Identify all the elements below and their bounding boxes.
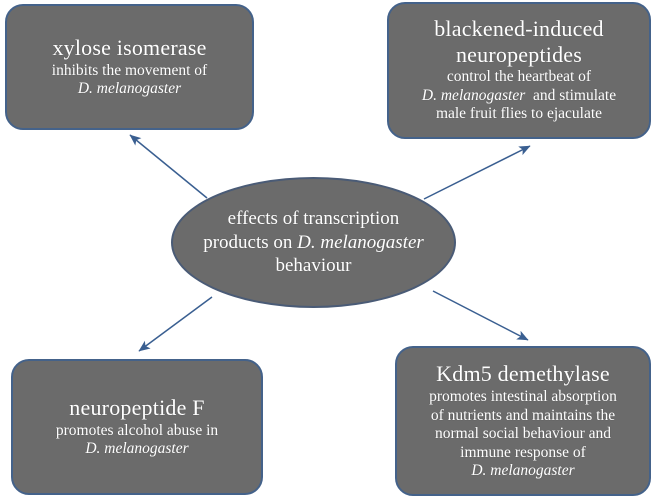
node-blackened-species: D. melanogaster <box>421 86 526 104</box>
node-xylose-isomerase[interactable]: xylose isomerase inhibits the movement o… <box>5 4 254 130</box>
node-neuropeptide-f-species: D. melanogaster <box>85 440 189 458</box>
center-line-2: products on D. melanogaster <box>203 231 424 255</box>
node-blackened-induced-neuropeptides[interactable]: blackened-induced neuropeptides control … <box>387 2 651 139</box>
node-kdm5-species: D. melanogaster <box>471 462 575 480</box>
arrow-center-to-kdm5 <box>432 290 529 341</box>
node-blackened-detail-line3: male fruit flies to ejaculate <box>435 105 603 123</box>
arrow-center-to-neuropeptide-f <box>138 296 213 352</box>
node-kdm5-demethylase[interactable]: Kdm5 demethylase promotes intestinal abs… <box>395 346 651 496</box>
node-kdm5-detail-line4: immune response of <box>460 443 586 461</box>
node-xylose-isomerase-headline: xylose isomerase <box>52 34 207 60</box>
arrow-center-to-xylose <box>129 134 208 199</box>
center-species: D. melanogaster <box>297 231 424 253</box>
center-line-3: behaviour <box>275 255 352 277</box>
node-kdm5-detail-line1: promotes intestinal absorption <box>429 387 617 405</box>
node-neuropeptide-f-detail-line1: promotes alcohol abuse in <box>55 421 219 439</box>
node-center-effects-of-transcription-products[interactable]: effects of transcription products on D. … <box>171 177 456 308</box>
node-xylose-isomerase-detail-line1: inhibits the movement of <box>51 61 208 79</box>
node-kdm5-demethylase-headline: Kdm5 demethylase <box>436 361 610 387</box>
node-blackened-headline-line2: neuropeptides <box>455 41 582 67</box>
node-blackened-headline-line1: blackened-induced <box>434 15 604 41</box>
node-blackened-detail-line2: D. melanogaster and stimulate <box>422 87 616 106</box>
node-neuropeptide-f[interactable]: neuropeptide F promotes alcohol abuse in… <box>11 359 263 495</box>
node-blackened-detail-line2-tail: and stimulate <box>533 86 617 104</box>
node-neuropeptide-f-headline: neuropeptide F <box>69 394 205 420</box>
arrow-center-to-blackened <box>423 145 531 200</box>
center-line-1: effects of transcription <box>227 207 400 229</box>
center-line-2-prefix: products on <box>203 231 298 253</box>
node-blackened-detail-line1: control the heartbeat of <box>446 68 592 86</box>
node-xylose-isomerase-species: D. melanogaster <box>77 80 182 98</box>
node-kdm5-detail-line3: normal social behaviour and <box>434 425 612 443</box>
node-kdm5-detail-line2: of nutrients and maintains the <box>430 406 616 424</box>
